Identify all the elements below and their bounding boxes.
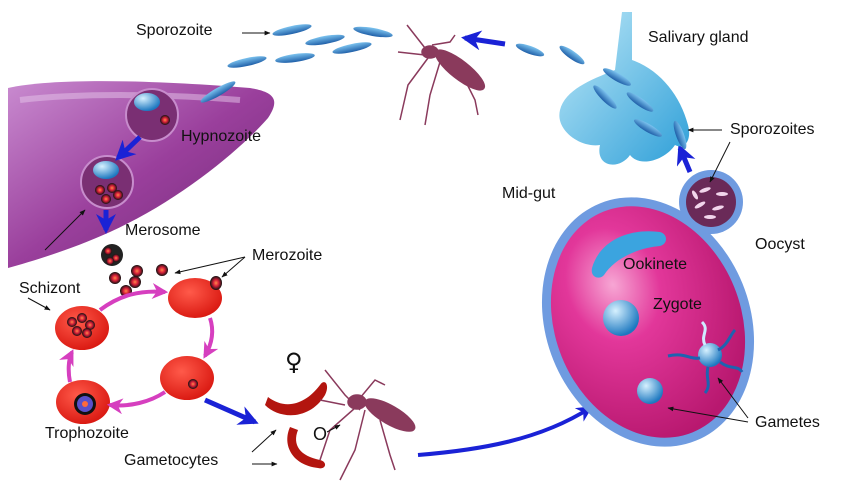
hypnozoite-label: Hypnozoite: [181, 128, 262, 145]
trophozoite-label: Trophozoite: [45, 425, 129, 442]
rbc-trophozoite-icon: [56, 380, 110, 424]
zygote-icon: [603, 300, 639, 336]
arrow-to-gametocytes: [203, 397, 259, 425]
arrow-hypnozoite-to-schizont: [115, 135, 142, 161]
merosome-label: Merosome: [125, 222, 201, 239]
midgut-icon: [541, 197, 755, 447]
gametocytes-label: Gametocytes: [124, 452, 219, 469]
sporozoites-label: Sporozoites: [730, 121, 815, 138]
sporozoite-label: Sporozoite: [136, 22, 213, 39]
schizont-label: Schizont: [19, 280, 81, 297]
red-blood-cell-icon: [168, 276, 222, 318]
hypnozoite-icon: [125, 88, 179, 142]
oocyst-label: Oocyst: [755, 236, 805, 253]
pointer-arrows: [27, 30, 749, 467]
salivary-gland-label: Salivary gland: [648, 29, 749, 46]
ookinete-icon: [591, 231, 666, 278]
salivary-gland-icon: [559, 12, 690, 165]
cycle-arrow: [203, 317, 219, 359]
ookinete-label: Ookinete: [623, 256, 688, 273]
mid-gut-label: Mid-gut: [502, 185, 556, 202]
rbc-schizont-icon: [55, 306, 109, 350]
cycle-arrow: [106, 390, 167, 415]
cycle-arrow: [59, 349, 74, 383]
mosquito-icon: [397, 24, 486, 126]
gametes-label: Gametes: [755, 414, 820, 431]
male-gamete-icon: [667, 320, 744, 394]
cycle-arrow: [98, 283, 169, 312]
sporozoite-icon: [515, 43, 687, 150]
mosquito-icon: [319, 369, 416, 481]
male-symbol: O: [313, 424, 328, 444]
liver-schizont-icon: [80, 155, 134, 209]
sporozoite-icon: [200, 24, 393, 103]
female-symbol: ♀: [285, 348, 303, 376]
arrow-gland-to-mosquito: [461, 30, 506, 51]
rbc-ring-stage-icon: [160, 356, 214, 400]
arrow-oocyst-to-gland: [676, 144, 696, 173]
oocyst-icon: [679, 170, 743, 234]
merozoite-label: Merozoite: [252, 247, 323, 264]
arrow-to-midgut: [417, 406, 593, 457]
female-gamete-icon: [637, 378, 663, 404]
gametocyte-icon: [265, 382, 328, 469]
zygote-label: Zygote: [653, 296, 702, 313]
merosome-icon: [101, 244, 123, 266]
